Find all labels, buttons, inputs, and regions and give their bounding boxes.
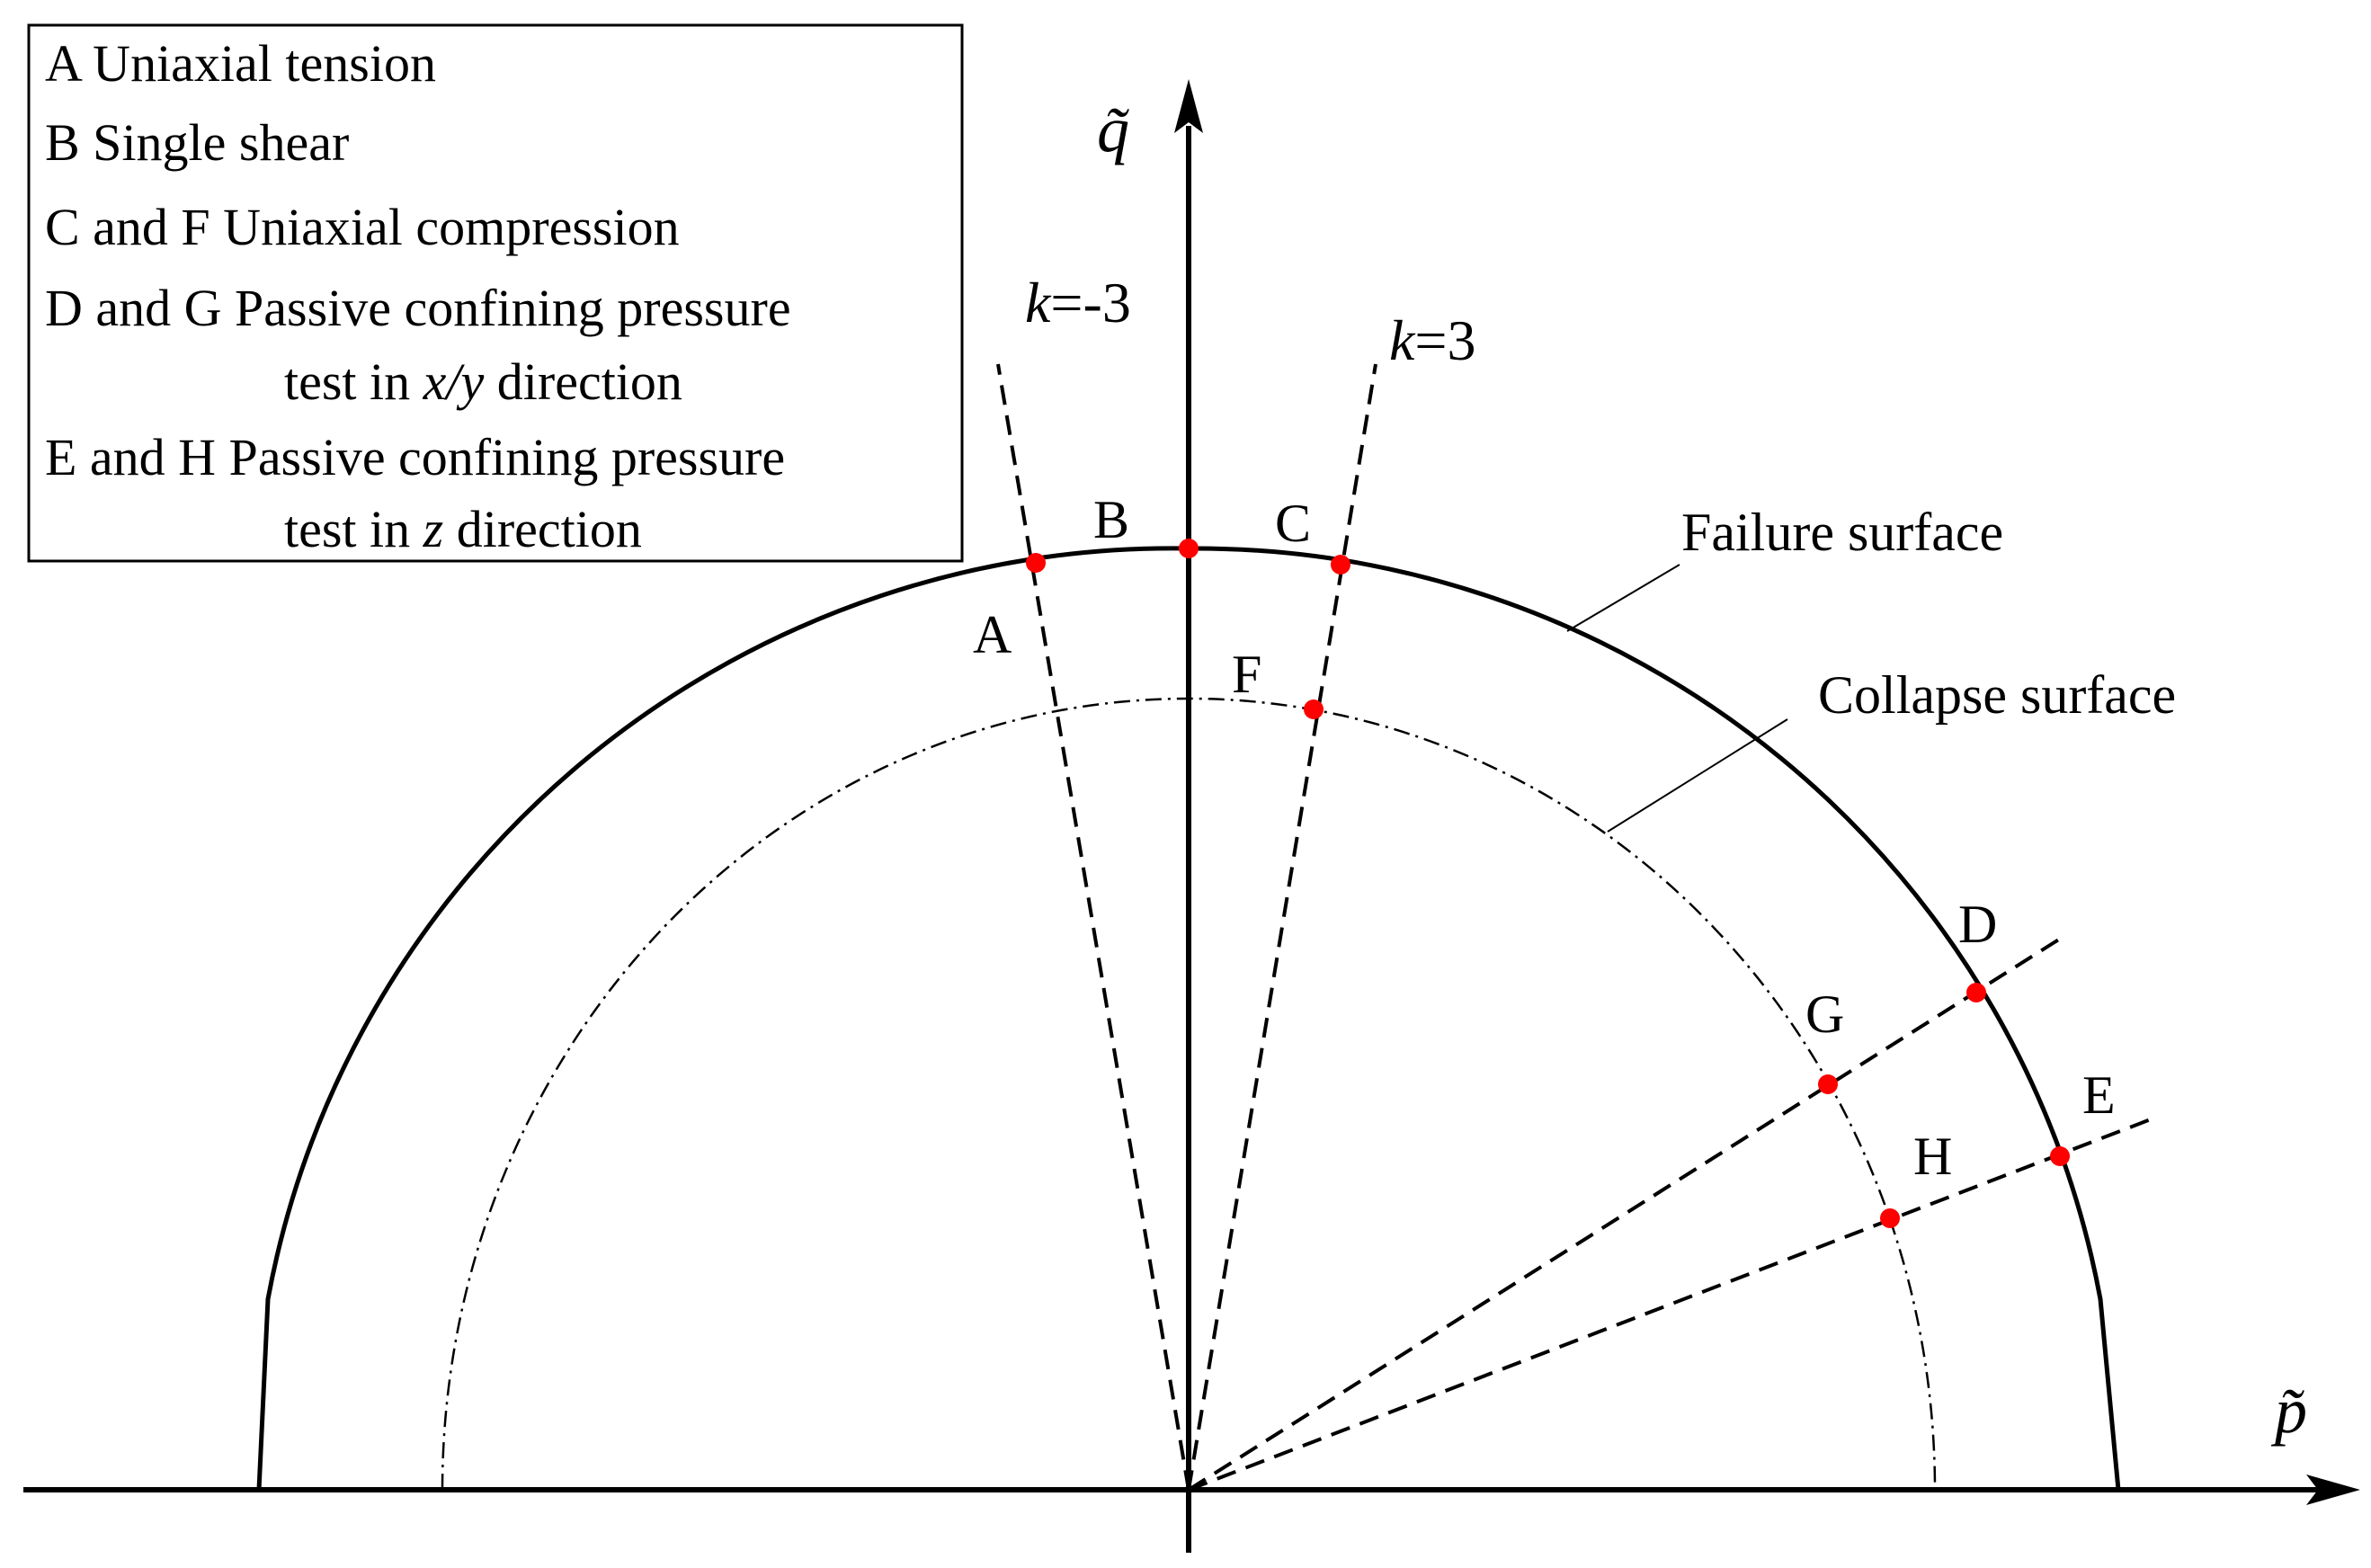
point-c (1331, 555, 1350, 575)
horizontal-axis-label: p̃ (2270, 1375, 2307, 1447)
point-b (1179, 539, 1199, 558)
legend-entry-dg-suffix: direction (484, 352, 682, 411)
legend-entry-eh: E and H Passive confining pressure (45, 428, 785, 486)
legend: A Uniaxial tension B Single shear C and … (27, 23, 964, 563)
legend-entry-dg: D and G Passive confining pressure (45, 279, 791, 337)
point-f-label: F (1232, 645, 1261, 704)
collapse-surface-label: Collapse surface (1818, 665, 2176, 725)
horizontal-axis-arrowhead (2306, 1474, 2360, 1505)
collapse-surface-leader (1607, 718, 1788, 833)
legend-entry-cf: C and F Uniaxial compression (45, 198, 680, 256)
path-k-neg3 (996, 363, 1190, 1491)
k-neg3-value: =-3 (1050, 271, 1130, 334)
failure-surface-leader (1566, 564, 1680, 632)
point-a-label: A (973, 605, 1012, 664)
legend-entry-eh-suffix: direction (443, 500, 642, 558)
vertical-axis-label: q̃ (1097, 94, 1129, 165)
point-e (2050, 1146, 2070, 1166)
k-neg3-label: k=-3 (1025, 271, 1131, 334)
point-e-label: E (2082, 1065, 2116, 1125)
k-pos3-var: k (1389, 308, 1416, 372)
point-c-label: C (1275, 494, 1311, 553)
k-pos3-label: k=3 (1389, 308, 1476, 372)
point-g-label: G (1805, 984, 1844, 1044)
failure-surface-label: Failure surface (1681, 503, 2003, 562)
legend-entry-dg-line2: test in x/y direction (284, 352, 682, 411)
legend-entry-dg-prefix: test in (284, 352, 423, 411)
legend-entry-a: A Uniaxial tension (45, 34, 436, 93)
legend-entry-eh-var: z (423, 500, 444, 558)
point-g (1818, 1074, 1838, 1094)
collapse-surface-curve (441, 697, 1937, 1491)
key-points (1026, 539, 2070, 1228)
point-a (1026, 553, 1046, 573)
path-xy-confining (1187, 934, 2066, 1492)
legend-entry-dg-var: x/y (423, 352, 485, 411)
axes: q̃ p̃ (23, 79, 2360, 1553)
point-f (1304, 699, 1324, 719)
point-d (1966, 983, 1986, 1002)
k-pos3-value: =3 (1414, 308, 1475, 372)
point-b-label: B (1093, 490, 1129, 549)
path-k-pos3 (1187, 363, 1377, 1491)
k-neg3-var: k (1025, 271, 1052, 334)
legend-entry-eh-line2: test in z direction (284, 500, 642, 558)
point-labels: A B C F D G E H (973, 490, 2116, 1186)
loading-paths (996, 363, 2152, 1492)
path-z-confining (1188, 1118, 2152, 1492)
point-d-label: D (1958, 895, 1997, 954)
legend-frame (27, 23, 964, 563)
point-h-label: H (1913, 1127, 1952, 1186)
legend-entry-b: B Single shear (45, 113, 349, 172)
vertical-axis-arrowhead (1174, 79, 1203, 133)
legend-entry-eh-prefix: test in (284, 500, 423, 558)
point-h (1880, 1208, 1900, 1228)
